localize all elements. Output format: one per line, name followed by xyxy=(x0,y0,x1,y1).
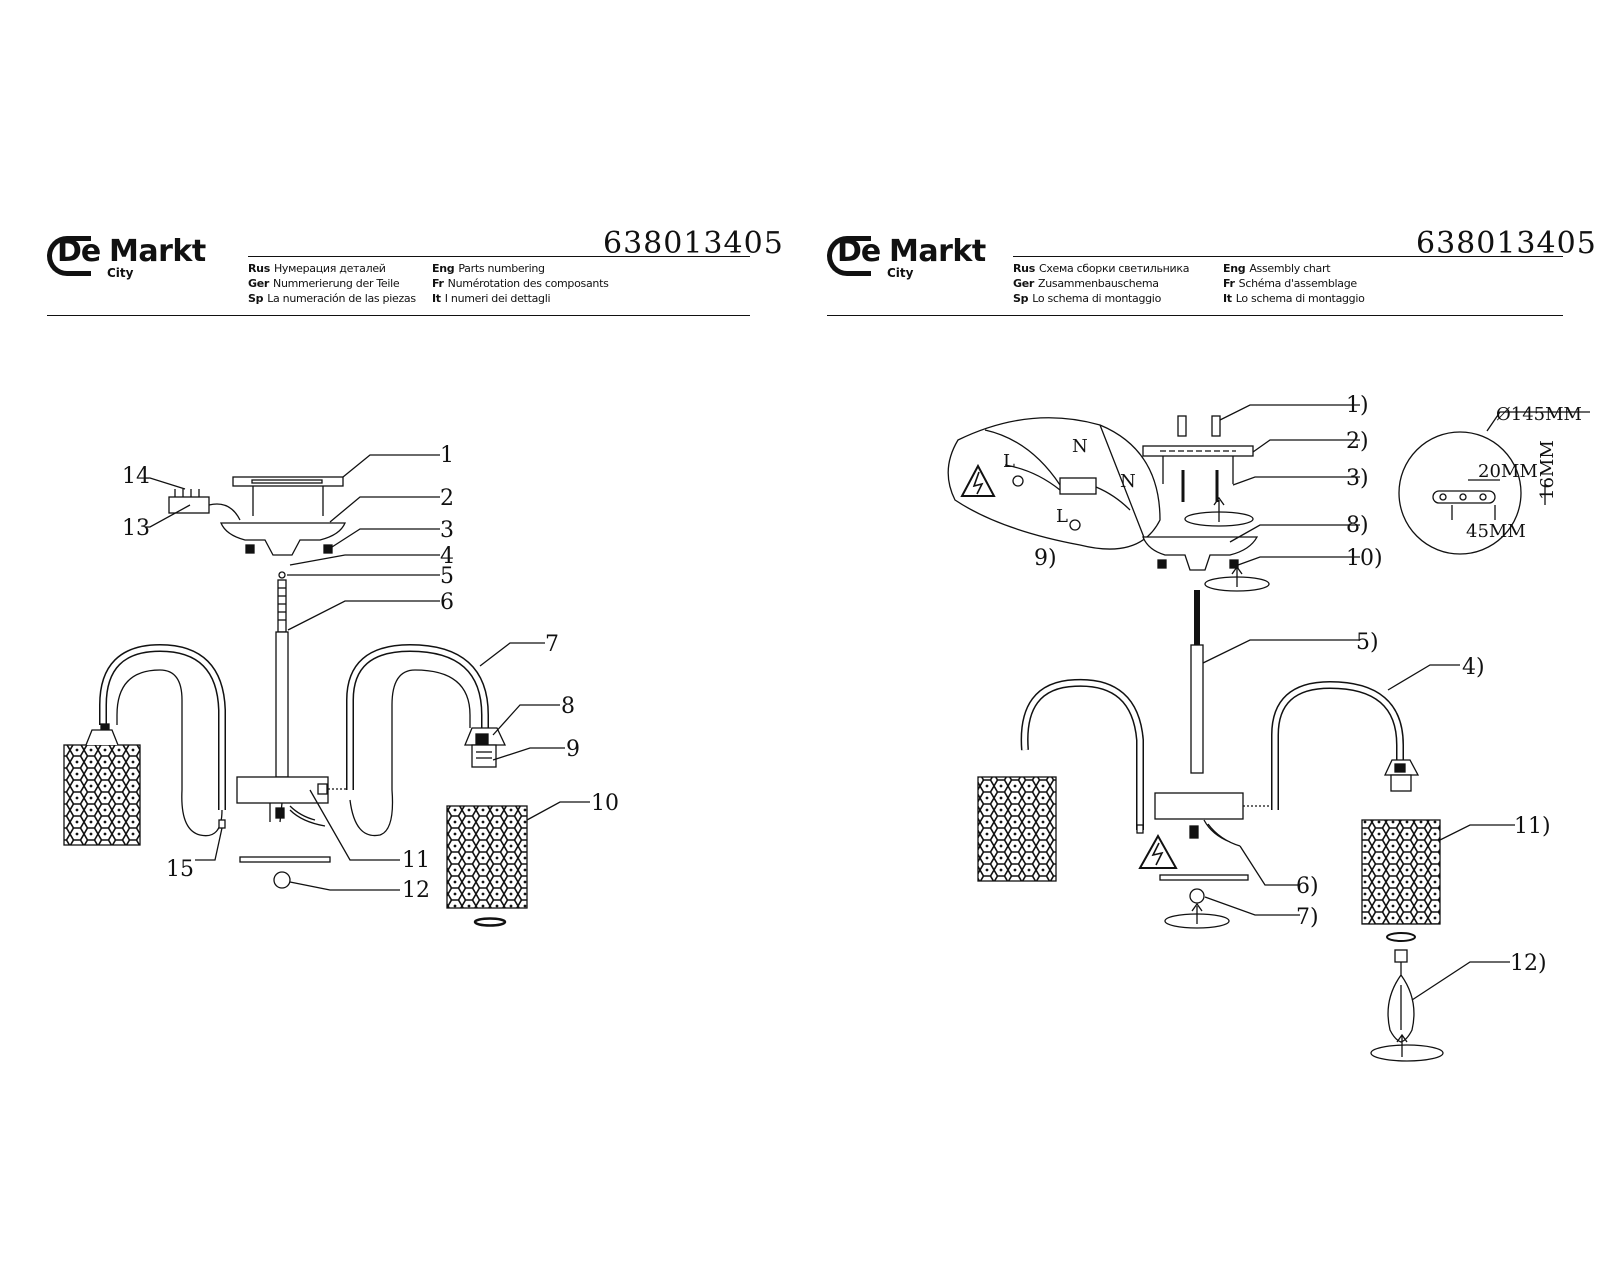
wire-label-live-bottom: L xyxy=(1056,506,1068,527)
callout-15: 15 xyxy=(166,857,194,882)
callout-13: 13 xyxy=(122,516,150,541)
step-10: 10) xyxy=(1346,546,1383,571)
step-12: 12) xyxy=(1510,951,1547,976)
logo-sub-right: City xyxy=(887,266,914,280)
plate-slots xyxy=(251,479,323,484)
wire-label-neutral-top: N xyxy=(1072,436,1088,457)
logo-prefix-right: De xyxy=(837,234,881,269)
logo-word-right: Markt xyxy=(889,234,986,269)
step-11: 11) xyxy=(1514,814,1551,839)
assembly-left-shade xyxy=(977,776,1057,882)
dim-spacing: 45MM xyxy=(1466,521,1526,542)
left-callouts: 1 2 3 4 5 6 7 8 9 10 11 12 13 14 15 xyxy=(122,443,619,903)
step-8: 8) xyxy=(1346,513,1369,538)
shade-ring xyxy=(473,917,507,927)
callout-7: 7 xyxy=(545,632,559,657)
parts-drawing xyxy=(63,454,590,927)
center-body xyxy=(236,776,329,804)
header-separator xyxy=(47,315,750,316)
right-callouts: 1) 2) 3) 4) 5) 6) 7) 8) 9) 10) 11) 12) L… xyxy=(1003,393,1582,976)
assembly-body xyxy=(1154,792,1244,820)
warning-triangle-body xyxy=(1138,833,1178,869)
callout-4: 4 xyxy=(440,544,454,569)
left-shade xyxy=(63,744,141,846)
canopy xyxy=(220,522,346,556)
product-code: 638013405 xyxy=(603,226,784,261)
callout-10: 10 xyxy=(591,791,619,816)
canopy-screw-left xyxy=(245,544,255,554)
wire-label-live-top: L xyxy=(1003,451,1015,472)
step-1: 1) xyxy=(1346,393,1369,418)
step-2: 2) xyxy=(1346,429,1369,454)
down-rod xyxy=(275,631,289,778)
header-separator-right xyxy=(827,315,1563,316)
callout-3: 3 xyxy=(440,518,454,543)
assembly-drawing xyxy=(947,404,1590,1062)
callout-1: 1 xyxy=(440,443,454,468)
title-rule-right xyxy=(1013,256,1563,257)
finial xyxy=(273,871,291,889)
title-rule xyxy=(248,256,750,257)
callout-11: 11 xyxy=(402,848,430,873)
canopy-screw-right xyxy=(323,544,333,554)
step-5: 5) xyxy=(1356,630,1379,655)
dim-diameter: Ø145MM xyxy=(1496,404,1582,425)
right-shade xyxy=(446,805,528,909)
callout-8: 8 xyxy=(561,694,575,719)
mounting-plate xyxy=(232,476,344,487)
logo-frame-right xyxy=(827,236,871,276)
step-6: 6) xyxy=(1296,874,1319,899)
logo-sub: City xyxy=(107,266,134,280)
callout-9: 9 xyxy=(566,737,580,762)
wire-label-neutral-bottom: N xyxy=(1120,471,1136,492)
callout-12: 12 xyxy=(402,878,430,903)
right-arm xyxy=(346,643,489,790)
assembly-right-shade xyxy=(1361,819,1441,925)
callout-14: 14 xyxy=(122,464,150,489)
step-7: 7) xyxy=(1296,905,1319,930)
detail-terminal xyxy=(1059,477,1097,495)
callout-6: 6 xyxy=(440,590,454,615)
bottom-plate xyxy=(239,856,331,863)
dim-slot: 20MM xyxy=(1478,461,1538,482)
warning-triangle-detail xyxy=(960,463,996,497)
step-9: 9) xyxy=(1034,546,1057,571)
step-3: 3) xyxy=(1346,466,1369,491)
product-code-right: 638013405 xyxy=(1416,226,1597,261)
logo-prefix: De xyxy=(57,234,101,269)
step-4: 4) xyxy=(1462,655,1485,680)
callout-5: 5 xyxy=(440,564,454,589)
logo-word: Markt xyxy=(109,234,206,269)
logo-frame xyxy=(47,236,91,276)
assembly-canopy xyxy=(1142,536,1259,571)
callout-2: 2 xyxy=(440,486,454,511)
dim-height: 16MM xyxy=(1537,440,1558,500)
